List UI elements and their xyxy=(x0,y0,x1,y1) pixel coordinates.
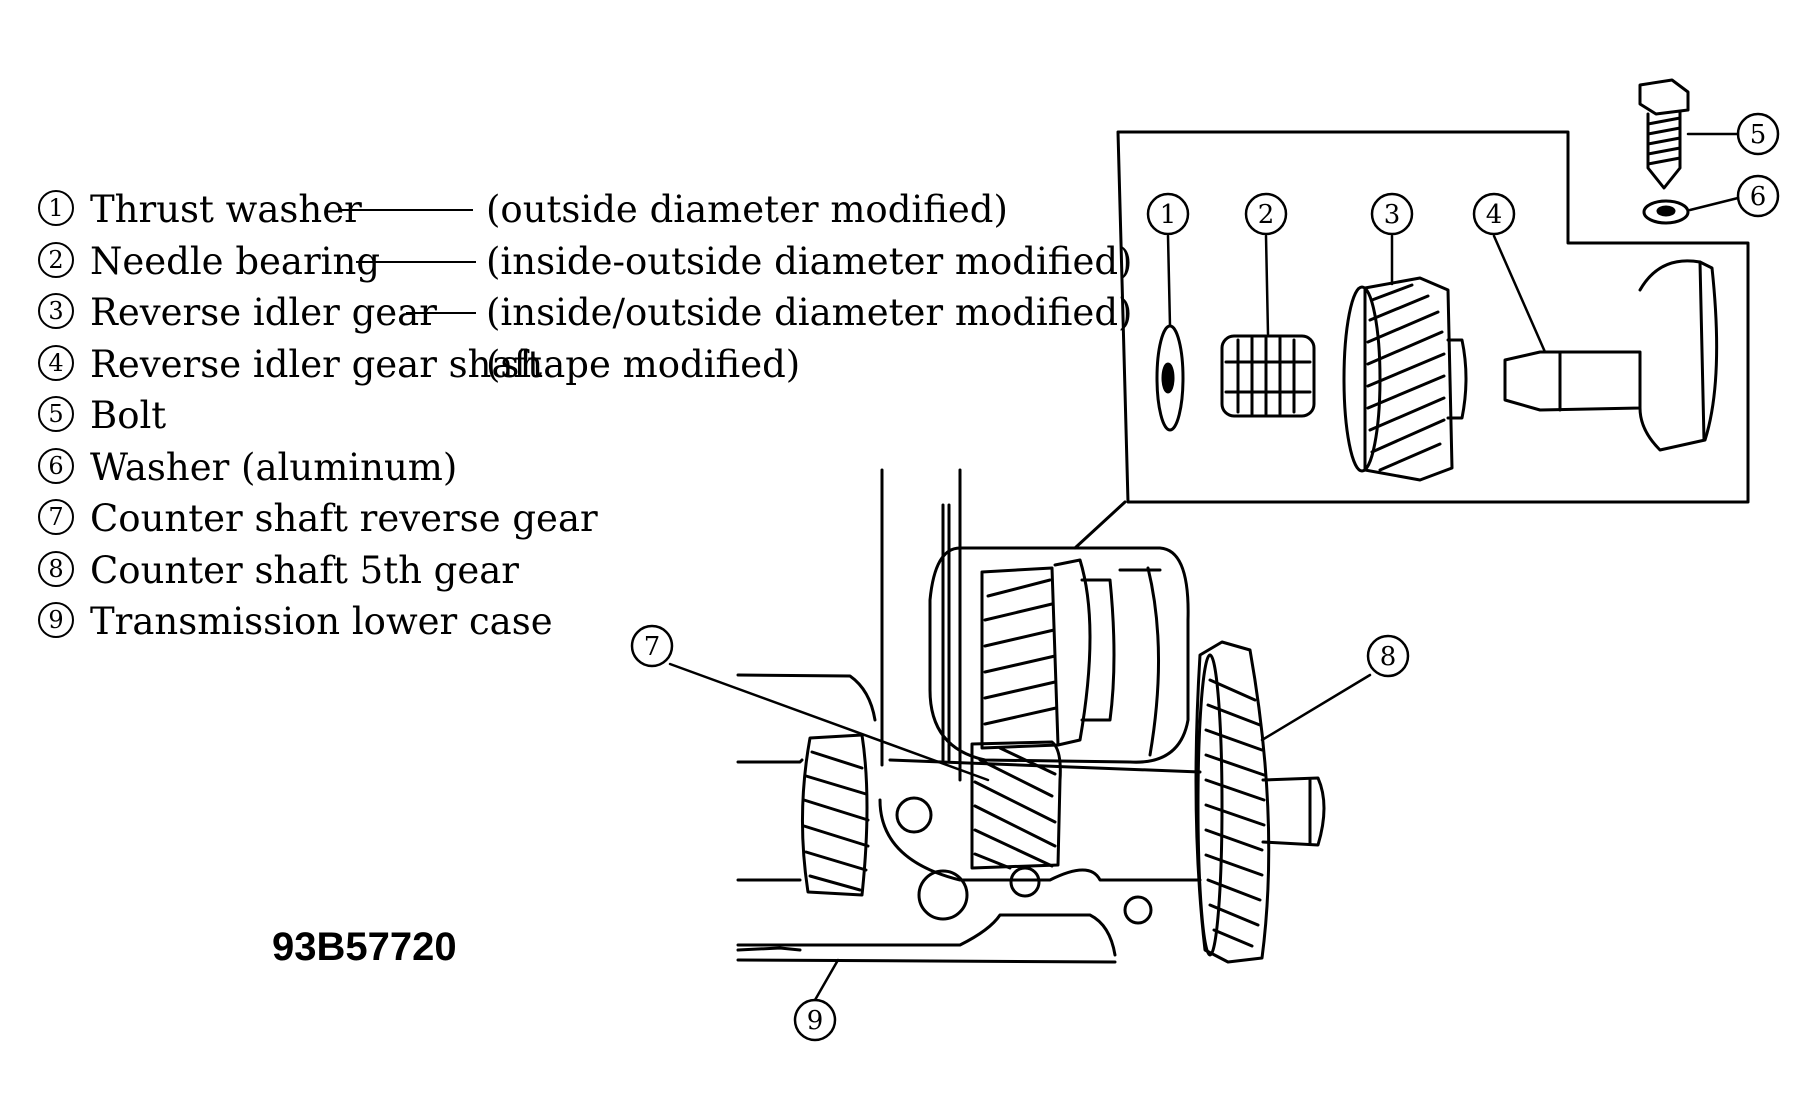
thrust-washer-drawing xyxy=(1155,324,1185,432)
parts-legend: 1 Thrust washer (outside diameter modifi… xyxy=(38,184,1138,648)
legend-label: Reverse idler gear shaft xyxy=(90,342,543,386)
legend-label: Counter shaft 5th gear xyxy=(90,548,519,592)
leader-line-6 xyxy=(1688,196,1740,212)
callout-leaders xyxy=(668,132,1740,1002)
leader-line-2 xyxy=(1264,234,1270,336)
reverse-idler-gear-drawing xyxy=(1342,276,1468,482)
inset-connector-line xyxy=(1073,500,1127,550)
figure-code: 93B57720 xyxy=(272,925,457,969)
aluminum-washer-drawing xyxy=(1642,199,1690,225)
left-gear-drawing xyxy=(800,733,870,897)
callout-8-label: 8 xyxy=(1380,642,1397,672)
detail-inset-frame xyxy=(1116,130,1750,504)
leader-line xyxy=(406,312,476,314)
legend-item-washer: 6 Washer (aluminum) xyxy=(38,442,1138,494)
callout-circles xyxy=(630,112,1780,1042)
leader-line-4 xyxy=(1492,234,1547,354)
legend-number: 8 xyxy=(38,550,74,587)
legend-number: 9 xyxy=(38,602,74,638)
magnified-region-drawing xyxy=(928,546,1190,764)
legend-label: Counter shaft reverse gear xyxy=(90,497,598,540)
leader-line xyxy=(338,209,473,211)
leader-line-1 xyxy=(1166,234,1172,328)
callout-1-label: 1 xyxy=(1160,200,1177,230)
leader-line-8 xyxy=(1260,673,1372,742)
callout-6-label: 6 xyxy=(1750,182,1767,212)
callout-4-label: 4 xyxy=(1486,200,1503,230)
legend-item-transmission-lower-case: 9 Transmission lower case xyxy=(38,596,1138,648)
legend-label: Transmission lower case xyxy=(90,600,553,643)
leader-line xyxy=(356,260,476,263)
callout-2-label: 2 xyxy=(1258,200,1275,230)
legend-number: 2 xyxy=(38,241,74,278)
legend-item-reverse-idler-gear: 3 Reverse idler gear (inside/outside dia… xyxy=(38,287,1138,339)
legend-label: Washer (aluminum) xyxy=(90,445,458,489)
legend-number: 4 xyxy=(38,344,74,381)
legend-number: 1 xyxy=(38,190,74,226)
callout-9-label: 9 xyxy=(807,1006,824,1036)
needle-bearing-drawing xyxy=(1220,334,1316,418)
counter-shaft-5th-gear-drawing xyxy=(1194,640,1326,964)
legend-note: (inside-outside diameter modified) xyxy=(486,239,1133,283)
legend-note: (inside/outside diameter modified) xyxy=(486,291,1133,334)
legend-item-thrust-washer: 1 Thrust washer (outside diameter modifi… xyxy=(38,184,1138,236)
legend-label: Thrust washer xyxy=(90,188,362,231)
legend-number: 6 xyxy=(38,447,74,484)
legend-number: 5 xyxy=(38,396,74,432)
legend-number: 7 xyxy=(38,499,74,535)
callout-3-label: 3 xyxy=(1384,200,1401,230)
legend-item-reverse-idler-gear-shaft: 4 Reverse idler gear shaft (shape modifi… xyxy=(38,339,1138,391)
legend-label: Needle bearing xyxy=(90,239,381,283)
legend-item-bolt: 5 Bolt xyxy=(38,390,1138,442)
leader-line-7 xyxy=(668,662,990,782)
legend-item-counter-shaft-5th-gear: 8 Counter shaft 5th gear xyxy=(38,545,1138,597)
leader-line-9 xyxy=(813,958,840,1002)
bolt-drawing xyxy=(1638,78,1690,190)
reverse-idler-gear-shaft-drawing xyxy=(1503,259,1719,452)
legend-note: (outside diameter modified) xyxy=(486,188,1008,231)
legend-note: (shape modified) xyxy=(486,342,801,386)
callout-7-label: 7 xyxy=(644,632,661,662)
legend-number: 3 xyxy=(38,293,74,329)
legend-label: Bolt xyxy=(90,394,167,437)
callout-5-label: 5 xyxy=(1750,120,1767,150)
legend-item-needle-bearing: 2 Needle bearing (inside-outside diamete… xyxy=(38,236,1138,288)
legend-label: Reverse idler gear xyxy=(90,291,437,334)
legend-item-counter-shaft-reverse-gear: 7 Counter shaft reverse gear xyxy=(38,493,1138,545)
